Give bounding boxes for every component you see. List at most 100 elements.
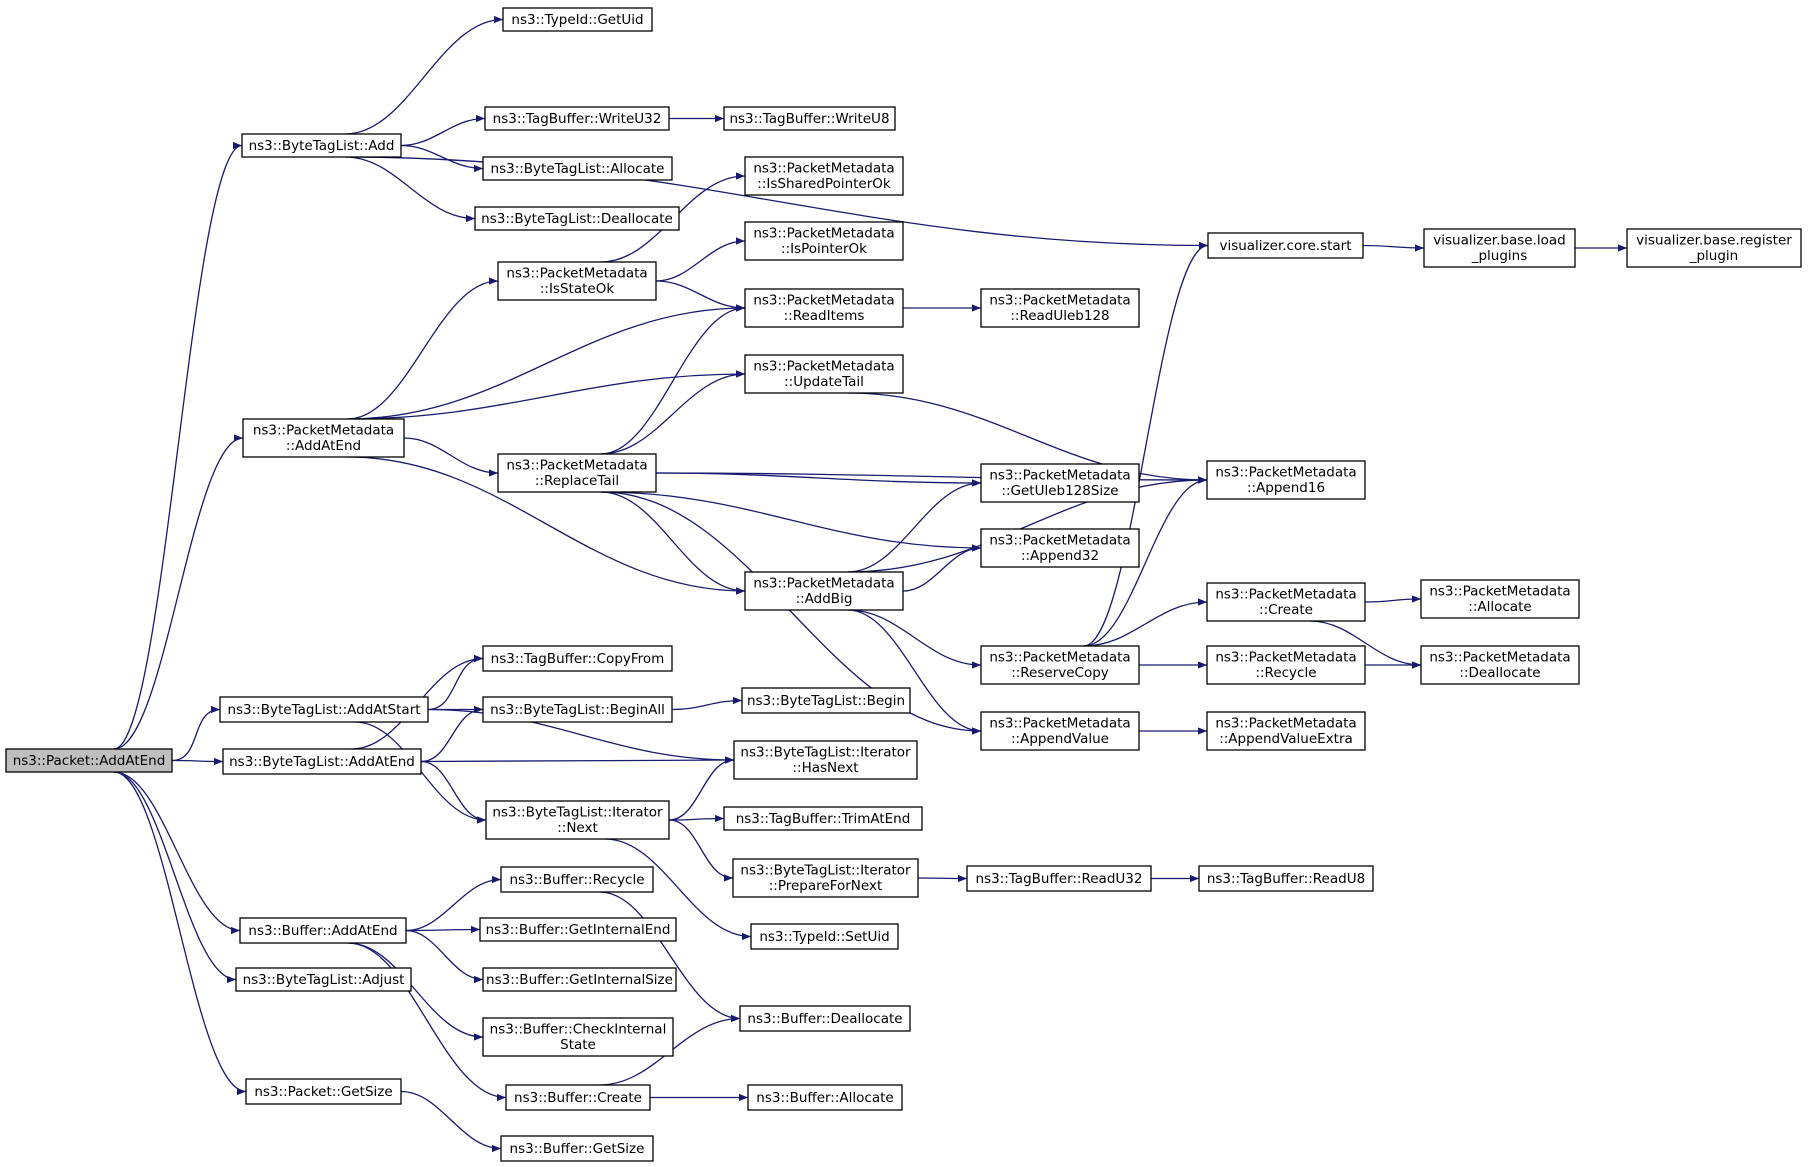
graph-node[interactable]: ns3::PacketMetadata::IsSharedPointerOk <box>744 156 904 196</box>
graph-node[interactable]: ns3::PacketMetadata::Create <box>1206 582 1366 622</box>
graph-node[interactable]: ns3::Buffer::Recycle <box>500 866 654 893</box>
node-label: ::AppendValueExtra <box>1219 731 1353 747</box>
node-label: ns3::ByteTagList::AddAtStart <box>227 702 420 718</box>
graph-edge <box>171 757 224 766</box>
node-label: ns3::PacketMetadata <box>989 293 1130 309</box>
graph-node[interactable]: ns3::PacketMetadata::ReserveCopy <box>980 645 1140 685</box>
graph-node[interactable]: ns3::ByteTagList::Allocate <box>482 156 673 181</box>
graph-node[interactable]: ns3::PacketMetadata::Deallocate <box>1420 645 1580 685</box>
node-box <box>497 453 657 493</box>
node-box <box>744 288 904 328</box>
graph-node[interactable]: ns3::Buffer::GetSize <box>500 1135 654 1162</box>
graph-node[interactable]: ns3::PacketMetadata::ReplaceTail <box>497 453 657 493</box>
graph-node[interactable]: ns3::PacketMetadata::Recycle <box>1206 645 1366 685</box>
node-label: ns3::Buffer::AddAtEnd <box>248 923 397 939</box>
node-label: ns3::TypeId::SetUid <box>759 929 889 945</box>
node-box <box>739 1005 911 1032</box>
edges-layer <box>113 15 1627 1153</box>
graph-node[interactable]: ns3::Packet::GetSize <box>245 1078 402 1105</box>
node-box <box>966 865 1152 892</box>
node-box <box>474 206 680 231</box>
graph-edge <box>847 609 982 669</box>
graph-edge <box>1309 620 1422 669</box>
node-label: ns3::TagBuffer::CopyFrom <box>491 651 665 667</box>
graph-node[interactable]: ns3::PacketMetadata::UpdateTail <box>744 354 904 394</box>
graph-node[interactable]: ns3::TagBuffer::TrimAtEnd <box>723 806 923 831</box>
graph-node[interactable]: ns3::Packet::AddAtEnd <box>5 748 173 773</box>
graph-node[interactable]: ns3::ByteTagList::Add <box>241 133 402 158</box>
graph-node[interactable]: ns3::ByteTagList::BeginAll <box>482 696 673 723</box>
graph-edge <box>604 838 752 941</box>
node-box <box>482 1017 674 1057</box>
graph-node[interactable]: ns3::ByteTagList::Deallocate <box>474 206 680 231</box>
graph-node[interactable]: visualizer.base.register_plugin <box>1626 228 1802 268</box>
graph-edge <box>400 114 486 147</box>
graph-node[interactable]: ns3::TypeId::SetUid <box>750 923 899 950</box>
graph-edge <box>600 491 982 735</box>
node-label: ns3::TagBuffer::WriteU8 <box>729 111 889 127</box>
graph-node[interactable]: ns3::Buffer::GetInternalSize <box>482 967 677 992</box>
node-box <box>239 917 407 944</box>
node-label: _plugin <box>1689 248 1739 264</box>
graph-node[interactable]: ns3::Buffer::Deallocate <box>739 1005 911 1032</box>
node-label: ::IsStateOk <box>540 281 614 297</box>
graph-edge <box>347 277 499 420</box>
graph-node[interactable]: ns3::Buffer::GetInternalEnd <box>479 917 677 942</box>
node-label: ns3::PacketMetadata <box>1215 587 1356 603</box>
node-label: ns3::TagBuffer::ReadU32 <box>976 871 1143 887</box>
node-label: ::ReadItems <box>784 308 865 324</box>
node-label: ns3::PacketMetadata <box>989 716 1130 732</box>
graph-node[interactable]: ns3::PacketMetadata::AppendValueExtra <box>1206 711 1366 751</box>
graph-node[interactable]: ns3::ByteTagList::Iterator::Next <box>485 800 670 840</box>
graph-edge <box>671 696 743 711</box>
node-label: ns3::ByteTagList::AddAtEnd <box>229 754 415 770</box>
graph-node[interactable]: ns3::ByteTagList::Begin <box>741 687 911 714</box>
graph-node[interactable]: ns3::PacketMetadata::AddAtEnd <box>242 418 405 458</box>
node-label: visualizer.core.start <box>1219 238 1351 254</box>
graph-node[interactable]: ns3::ByteTagList::Iterator::PrepareForNe… <box>732 858 919 898</box>
graph-node[interactable]: ns3::TagBuffer::WriteU8 <box>723 106 896 131</box>
graph-node[interactable]: ns3::TagBuffer::WriteU32 <box>484 106 670 131</box>
graph-node[interactable]: ns3::Buffer::Create <box>505 1084 651 1111</box>
node-label: ns3::PacketMetadata <box>753 161 894 177</box>
graph-node[interactable]: visualizer.base.load_plugins <box>1423 228 1576 268</box>
graph-node[interactable]: ns3::ByteTagList::Iterator::HasNext <box>733 740 918 780</box>
graph-node[interactable]: ns3::TypeId::GetUid <box>502 7 653 32</box>
node-box <box>723 106 896 131</box>
graph-node[interactable]: ns3::PacketMetadata::Allocate <box>1420 579 1580 619</box>
graph-node[interactable]: ns3::Buffer::Allocate <box>747 1084 903 1111</box>
graph-edge <box>405 875 502 932</box>
node-box <box>222 748 422 775</box>
graph-edge <box>600 491 746 595</box>
graph-node[interactable]: ns3::PacketMetadata::IsPointerOk <box>744 221 904 261</box>
graph-node[interactable]: ns3::ByteTagList::AddAtStart <box>219 696 429 723</box>
graph-node[interactable]: ns3::TagBuffer::CopyFrom <box>482 645 673 672</box>
graph-node[interactable]: ns3::ByteTagList::AddAtEnd <box>222 748 422 775</box>
graph-node[interactable]: ns3::PacketMetadata::ReadUleb128 <box>980 288 1140 328</box>
node-label: ns3::Buffer::Allocate <box>756 1090 893 1106</box>
graph-node[interactable]: ns3::TagBuffer::ReadU8 <box>1198 865 1374 892</box>
node-box <box>235 967 412 992</box>
graph-node[interactable]: ns3::PacketMetadata::ReadItems <box>744 288 904 328</box>
node-box <box>482 156 673 181</box>
node-label: ns3::Packet::AddAtEnd <box>13 753 166 769</box>
graph-node[interactable]: ns3::PacketMetadata::AppendValue <box>980 711 1140 751</box>
graph-node[interactable]: ns3::PacketMetadata::AddBig <box>744 571 904 611</box>
graph-node[interactable]: ns3::PacketMetadata::GetUleb128Size <box>980 463 1140 503</box>
node-box <box>980 645 1140 685</box>
graph-node[interactable]: ns3::PacketMetadata::Append16 <box>1206 460 1366 500</box>
graph-node[interactable]: ns3::PacketMetadata::IsStateOk <box>497 261 657 301</box>
graph-edge <box>600 491 982 552</box>
graph-node[interactable]: ns3::Buffer::AddAtEnd <box>239 917 407 944</box>
node-box <box>980 528 1140 568</box>
graph-edge <box>420 705 484 763</box>
graph-node[interactable]: ns3::ByteTagList::Adjust <box>235 967 412 992</box>
graph-node[interactable]: ns3::TagBuffer::ReadU32 <box>966 865 1152 892</box>
node-label: ns3::PacketMetadata <box>753 359 894 375</box>
node-box <box>479 917 677 942</box>
graph-node[interactable]: ns3::PacketMetadata::Append32 <box>980 528 1140 568</box>
node-box <box>1420 579 1580 619</box>
graph-node[interactable]: visualizer.core.start <box>1207 232 1364 259</box>
